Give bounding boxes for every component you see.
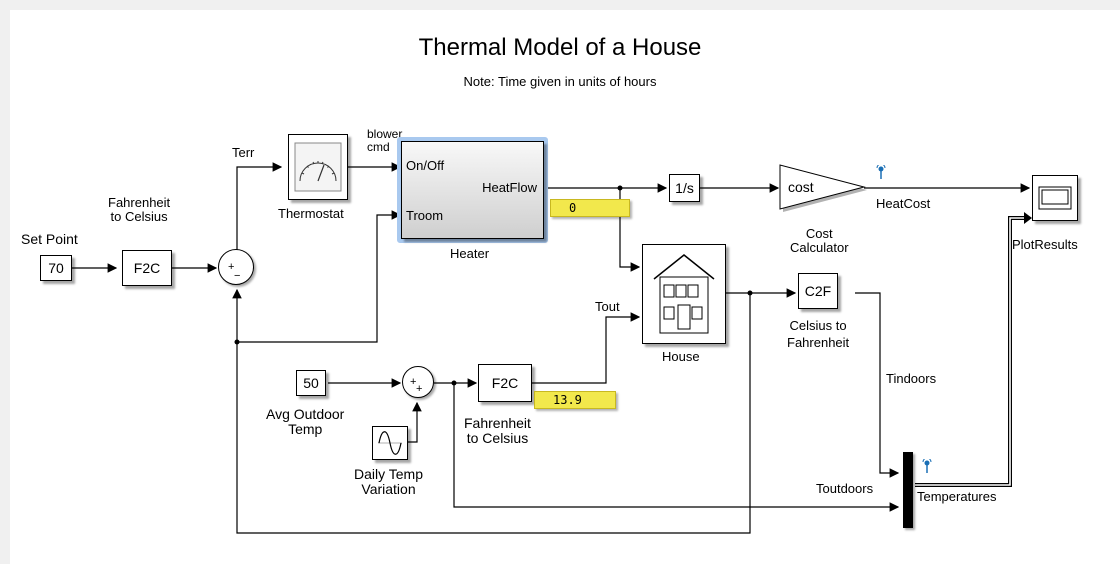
cost-calculator-text: cost — [788, 179, 814, 195]
heater-port-heatflow: HeatFlow — [482, 180, 537, 195]
f2c-bottom-label-line2: to Celsius — [466, 430, 529, 447]
f2c-bottom-label-line1: Fahrenheit — [464, 415, 531, 431]
daily-temp-variation-block[interactable] — [372, 426, 408, 460]
temperatures-mux-block[interactable] — [903, 452, 913, 528]
avg-outdoor-temp-label: Avg Outdoor Temp — [266, 406, 345, 438]
f2c-top-block[interactable]: F2C — [122, 250, 172, 286]
gauge-icon — [294, 142, 342, 192]
thermostat-block[interactable] — [288, 134, 348, 200]
sum-top-block[interactable]: + − — [218, 249, 254, 285]
plotresults-scope-block[interactable] — [1032, 175, 1078, 221]
avg-outdoor-temp-block[interactable]: 50 — [296, 370, 326, 396]
c2f-label-line2: Fahrenheit — [787, 335, 850, 351]
cost-calculator-label-line1: Cost — [805, 226, 833, 241]
model-canvas[interactable]: Thermal Model of a House Note: Time give… — [10, 10, 1120, 564]
c2f-label-line1: Celsius to — [789, 318, 847, 333]
cost-calculator-block[interactable]: cost — [779, 163, 870, 215]
heater-port-onoff: On/Off — [406, 158, 445, 173]
f2c-top-label: Fahrenheit to Celsius — [108, 195, 171, 225]
sum-bottom-block[interactable]: + + — [402, 366, 434, 398]
cost-calculator-label: Cost Calculator — [790, 226, 849, 256]
f2c-top-label-line1: Fahrenheit — [108, 195, 171, 210]
thermostat-label: Thermostat — [278, 206, 344, 221]
house-icon — [653, 254, 715, 334]
heatflow-display[interactable]: 0 — [550, 199, 630, 217]
blower-label-line1: blower — [367, 127, 403, 141]
avg-outdoor-label-line1: Avg Outdoor — [266, 406, 345, 422]
blower-label-line2: cmd — [367, 140, 390, 155]
blower-cmd-label: blower cmd — [367, 127, 403, 155]
heater-block[interactable]: On/Off Troom HeatFlow — [401, 141, 544, 239]
heatcost-logging-icon — [876, 165, 886, 179]
temperatures-label: Temperatures — [917, 489, 997, 504]
cost-calculator-label-line2: Calculator — [790, 240, 849, 256]
daily-var-label-line1: Daily Temp — [354, 466, 423, 482]
toutdoors-signal-label: Toutdoors — [816, 481, 874, 496]
heater-port-troom: Troom — [406, 208, 444, 223]
c2f-label: Celsius to Fahrenheit — [787, 318, 850, 351]
sine-wave-icon — [378, 431, 402, 455]
tout-signal-label: Tout — [595, 299, 620, 314]
house-block[interactable] — [642, 244, 726, 344]
set-point-block[interactable]: 70 — [40, 255, 72, 281]
sum-top-minus-sign: − — [234, 270, 241, 282]
daily-var-label-line2: Variation — [361, 481, 416, 498]
set-point-label: Set Point — [21, 231, 78, 247]
plotresults-label: PlotResults — [1012, 237, 1078, 252]
tout-display[interactable]: 13.9 — [534, 391, 616, 409]
diagram-note: Note: Time given in units of hours — [463, 74, 657, 89]
bus-line — [915, 212, 1032, 487]
house-label: House — [662, 349, 700, 364]
heater-selection — [397, 137, 548, 243]
scope-screen-icon — [1038, 186, 1072, 210]
integrator-block[interactable]: 1/s — [669, 174, 700, 202]
heatcost-signal-label: HeatCost — [876, 196, 931, 211]
tindoors-signal-label: Tindoors — [886, 371, 937, 386]
terr-signal-label: Terr — [232, 145, 255, 160]
diagram-title: Thermal Model of a House — [418, 34, 702, 61]
daily-temp-variation-label: Daily Temp Variation — [354, 466, 423, 498]
sum-bottom-plus-sign-1: + — [410, 376, 417, 388]
f2c-bottom-block[interactable]: F2C — [478, 364, 532, 402]
f2c-top-label-line2: to Celsius — [110, 209, 168, 225]
f2c-bottom-label: Fahrenheit to Celsius — [464, 415, 531, 447]
avg-outdoor-label-line2: Temp — [288, 421, 323, 438]
c2f-block[interactable]: C2F — [798, 273, 838, 309]
heater-label: Heater — [450, 246, 490, 261]
temperatures-logging-icon — [922, 459, 932, 473]
sum-bottom-plus-sign-2: + — [416, 383, 423, 395]
sum-top-plus-sign: + — [228, 261, 235, 273]
